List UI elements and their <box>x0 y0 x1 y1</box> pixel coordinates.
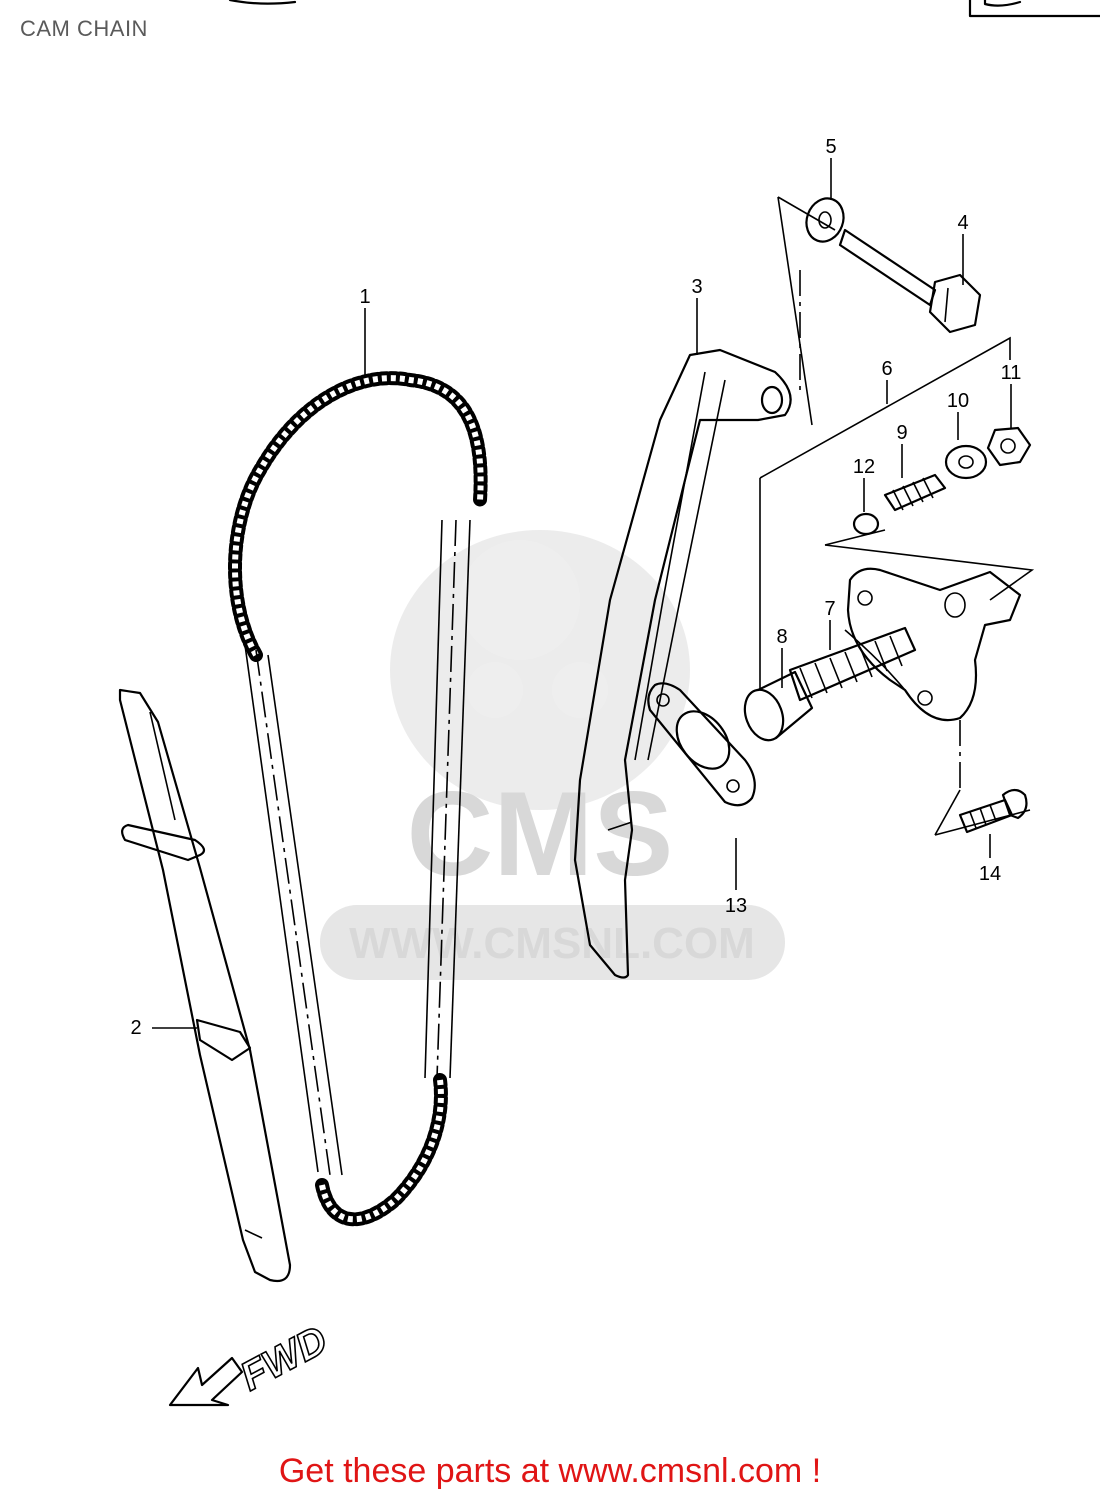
tensioner-pushrod <box>743 670 814 742</box>
callout-9: 9 <box>896 422 907 444</box>
tensioner-arm <box>573 348 792 979</box>
callout-12: 12 <box>853 456 875 478</box>
fwd-label: FWD <box>233 1318 334 1400</box>
callout-1: 1 <box>359 286 370 308</box>
callout-3: 3 <box>691 276 702 298</box>
callout-4: 4 <box>957 212 968 234</box>
callout-8: 8 <box>776 626 787 648</box>
assembly-lines <box>759 196 1035 836</box>
forward-direction-indicator: FWD <box>168 1317 335 1407</box>
callout-7: 7 <box>824 598 835 620</box>
pivot-bolt <box>805 197 982 334</box>
watermark-logo: CMS WWW.CMSNL.COM <box>320 530 785 980</box>
tensioner-body <box>844 567 1022 722</box>
callout-10: 10 <box>947 390 969 412</box>
callout-2: 2 <box>130 1017 141 1039</box>
page-title: CAM CHAIN <box>20 16 148 41</box>
callout-5: 5 <box>825 136 836 158</box>
top-frame-fragment <box>228 0 1100 18</box>
forward-arrow-icon <box>168 1356 244 1407</box>
cam-chain <box>228 371 488 1227</box>
adjuster-plug-set <box>852 426 1032 536</box>
watermark-url: WWW.CMSNL.COM <box>349 919 755 968</box>
callout-6: 6 <box>881 358 892 380</box>
callout-14: 14 <box>979 863 1001 885</box>
gasket <box>647 682 756 807</box>
tensioner-spring <box>788 626 917 702</box>
callout-labels: 1 2 3 4 5 6 7 8 9 10 11 12 13 14 <box>130 136 1021 1039</box>
chain-guide <box>118 688 292 1283</box>
leader-lines <box>152 158 1012 1029</box>
footer-promo-text: Get these parts at www.cmsnl.com ! <box>278 1452 822 1490</box>
callout-11: 11 <box>1001 362 1022 384</box>
callout-13: 13 <box>725 895 747 917</box>
